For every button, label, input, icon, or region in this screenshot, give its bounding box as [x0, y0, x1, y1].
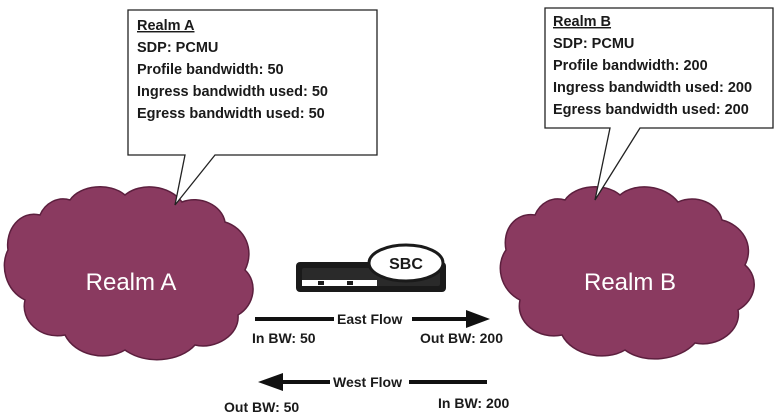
realm-a-callout: Realm A SDP: PCMU Profile bandwidth: 50 …	[127, 9, 378, 206]
realm-a-ingress-bandwidth: Ingress bandwidth used: 50	[137, 84, 328, 100]
east-flow-label: East Flow	[337, 311, 402, 327]
realm-a-egress-bandwidth: Egress bandwidth used: 50	[137, 106, 325, 122]
realm-b-profile-bandwidth: Profile bandwidth: 200	[553, 58, 708, 74]
sbc-device: SBC	[296, 243, 446, 292]
realm-b-callout: Realm B SDP: PCMU Profile bandwidth: 200…	[544, 7, 774, 201]
realm-b-egress-bandwidth: Egress bandwidth used: 200	[553, 102, 749, 118]
realm-b-callout-title: Realm B	[553, 14, 611, 30]
sbc-led-1	[318, 281, 324, 285]
realm-a-sdp: SDP: PCMU	[137, 40, 218, 56]
east-flow-in-bw: In BW: 50	[252, 330, 316, 346]
east-flow-arrowhead	[466, 310, 490, 328]
east-flow-out-bw: Out BW: 200	[420, 330, 503, 346]
sbc-device-stripe	[302, 280, 377, 286]
sbc-badge	[367, 243, 445, 283]
realm-a-callout-title: Realm A	[137, 18, 195, 34]
west-flow-label: West Flow	[333, 374, 402, 390]
west-flow-out-bw: Out BW: 50	[224, 399, 299, 415]
sbc-led-2	[347, 281, 353, 285]
west-flow: West Flow Out BW: 50 In BW: 200	[224, 373, 510, 415]
east-flow: East Flow In BW: 50 Out BW: 200	[252, 310, 503, 346]
realm-b-cloud: Realm B	[499, 186, 755, 360]
west-flow-in-bw: In BW: 200	[438, 395, 510, 411]
sbc-label: SBC	[389, 256, 423, 273]
realm-a-cloud: Realm A	[3, 186, 254, 361]
realm-b-cloud-label: Realm B	[584, 269, 676, 296]
realm-a-cloud-label: Realm A	[86, 269, 177, 296]
realm-b-sdp: SDP: PCMU	[553, 36, 634, 52]
realm-b-ingress-bandwidth: Ingress bandwidth used: 200	[553, 80, 752, 96]
realm-a-profile-bandwidth: Profile bandwidth: 50	[137, 62, 284, 78]
west-flow-arrowhead	[258, 373, 283, 391]
